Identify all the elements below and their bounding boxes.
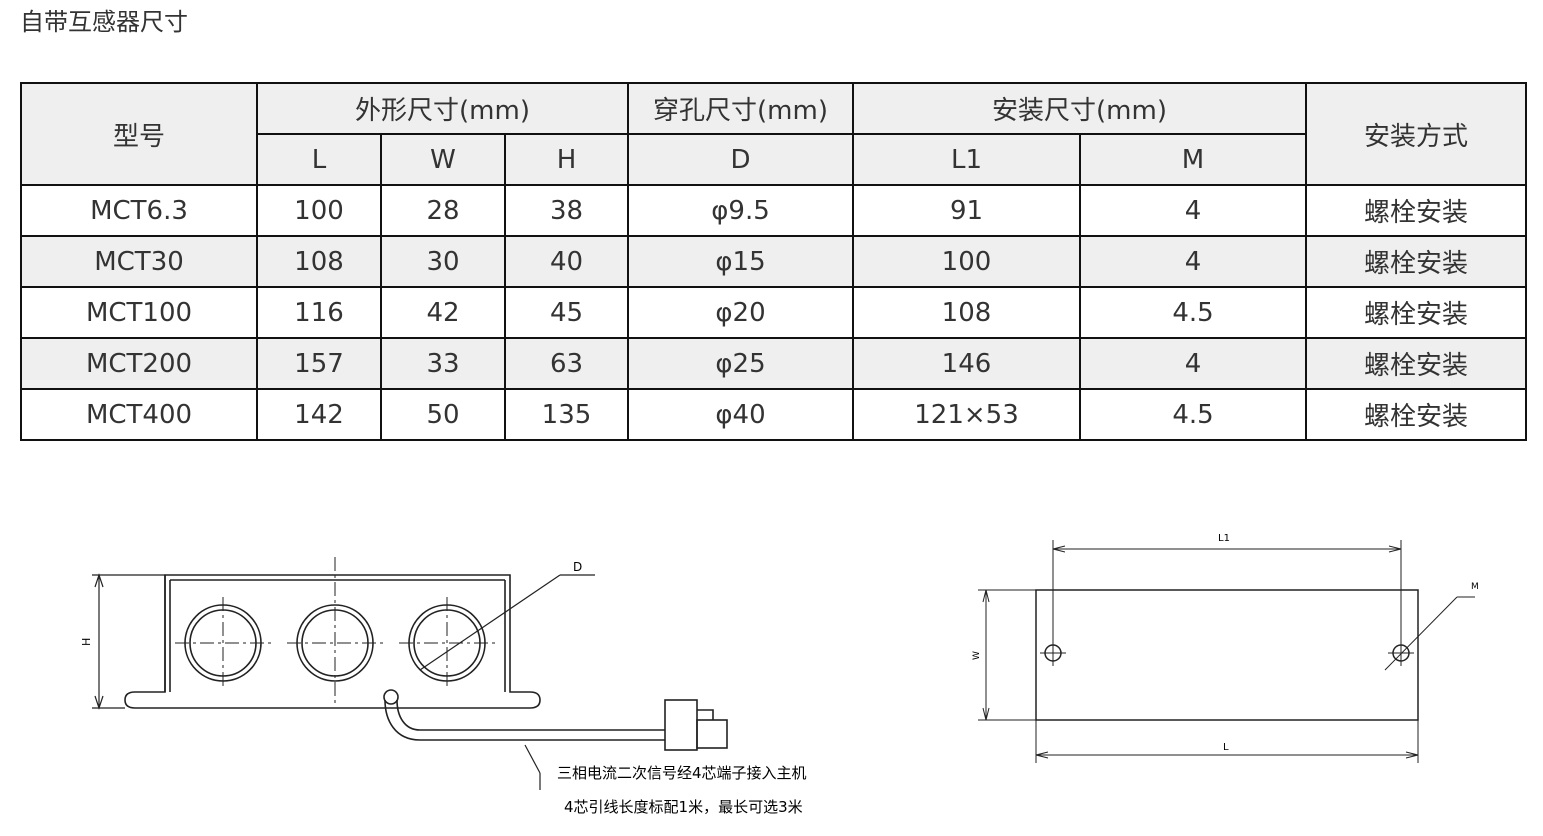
cell-model: MCT6.3 [20, 184, 258, 237]
front-view-svg: D H 三相电流二次信号经4芯端子接入主机 4芯引线长度标配1米，最长可选3米 [80, 557, 807, 816]
cell-L: 157 [256, 337, 382, 390]
table-row: MCT200 157 33 63 φ25 146 4 螺栓安装 [20, 337, 1528, 390]
cell-D: φ9.5 [627, 184, 854, 237]
mounting-view-svg: L1 L W M [972, 533, 1479, 763]
cell-W: 28 [380, 184, 506, 237]
cell-D: φ40 [627, 388, 854, 441]
cell-model: MCT100 [20, 286, 258, 339]
cell-D: φ20 [627, 286, 854, 339]
cell-model: MCT200 [20, 337, 258, 390]
cell-D: φ25 [627, 337, 854, 390]
cell-L: 108 [256, 235, 382, 288]
cell-H: 38 [504, 184, 629, 237]
cell-D: φ15 [627, 235, 854, 288]
table-row: MCT100 116 42 45 φ20 108 4.5 螺栓安装 [20, 286, 1528, 339]
header-outer-size: 外形尺寸(mm) [256, 82, 629, 135]
cell-H: 63 [504, 337, 629, 390]
note-cable-length: 4芯引线长度标配1米，最长可选3米 [564, 798, 803, 816]
subheader-L1: L1 [852, 133, 1081, 186]
note-signal: 三相电流二次信号经4芯端子接入主机 [557, 764, 807, 782]
cell-W: 50 [380, 388, 506, 441]
header-install-method: 安装方式 [1305, 82, 1528, 186]
cell-L: 142 [256, 388, 382, 441]
cell-L1: 91 [852, 184, 1081, 237]
label-D: D [573, 560, 582, 574]
cell-method: 螺栓安装 [1305, 184, 1528, 237]
cell-L: 100 [256, 184, 382, 237]
header-model: 型号 [20, 82, 258, 186]
header-install-size: 安装尺寸(mm) [851, 82, 1308, 135]
subheader-W: W [380, 133, 506, 186]
table-subheader-row: L W H D L1 M [21, 133, 1526, 186]
table-row: MCT400 142 50 135 φ40 121×53 4.5 螺栓安装 [20, 388, 1528, 441]
label-W: W [972, 651, 982, 660]
cell-L1: 146 [852, 337, 1081, 390]
cell-H: 40 [504, 235, 629, 288]
label-L1: L1 [1218, 533, 1230, 544]
cell-M: 4 [1078, 337, 1308, 390]
subheader-D: D [627, 133, 854, 186]
table-row: MCT30 108 30 40 φ15 100 4 螺栓安装 [20, 235, 1528, 288]
cell-H: 135 [504, 388, 629, 441]
cell-M: 4.5 [1078, 286, 1308, 339]
subheader-M: M [1078, 133, 1308, 186]
cell-method: 螺栓安装 [1305, 388, 1528, 441]
cell-W: 42 [380, 286, 506, 339]
cell-method: 螺栓安装 [1305, 286, 1528, 339]
cell-model: MCT400 [20, 388, 258, 441]
cell-M: 4 [1078, 235, 1308, 288]
front-view-drawing: D H 三相电流二次信号经4芯端子接入主机 4芯引线长度标配1米，最长可选3米 [70, 545, 890, 832]
label-M: M [1471, 582, 1479, 592]
dimension-table: 型号 外形尺寸(mm) 穿孔尺寸(mm) 安装尺寸(mm) 安装方式 L W H… [20, 82, 1528, 441]
cell-W: 33 [380, 337, 506, 390]
cell-L: 116 [256, 286, 382, 339]
table-header-row: 型号 外形尺寸(mm) 穿孔尺寸(mm) 安装尺寸(mm) 安装方式 [20, 82, 1528, 186]
cell-method: 螺栓安装 [1305, 337, 1528, 390]
cell-H: 45 [504, 286, 629, 339]
mounting-view-drawing: L1 L W M [960, 525, 1500, 775]
cell-method: 螺栓安装 [1305, 235, 1528, 288]
cell-M: 4.5 [1078, 388, 1308, 441]
cell-W: 30 [380, 235, 506, 288]
cell-L1: 121×53 [852, 388, 1081, 441]
cell-M: 4 [1078, 184, 1308, 237]
header-hole-size: 穿孔尺寸(mm) [627, 82, 854, 135]
label-L: L [1223, 742, 1229, 753]
page-title: 自带互感器尺寸 [20, 8, 188, 36]
label-H: H [80, 638, 93, 646]
cell-model: MCT30 [20, 235, 258, 288]
subheader-L: L [256, 133, 382, 186]
table-row: MCT6.3 100 28 38 φ9.5 91 4 螺栓安装 [20, 184, 1528, 237]
subheader-H: H [504, 133, 629, 186]
cell-L1: 100 [852, 235, 1081, 288]
cell-L1: 108 [852, 286, 1081, 339]
